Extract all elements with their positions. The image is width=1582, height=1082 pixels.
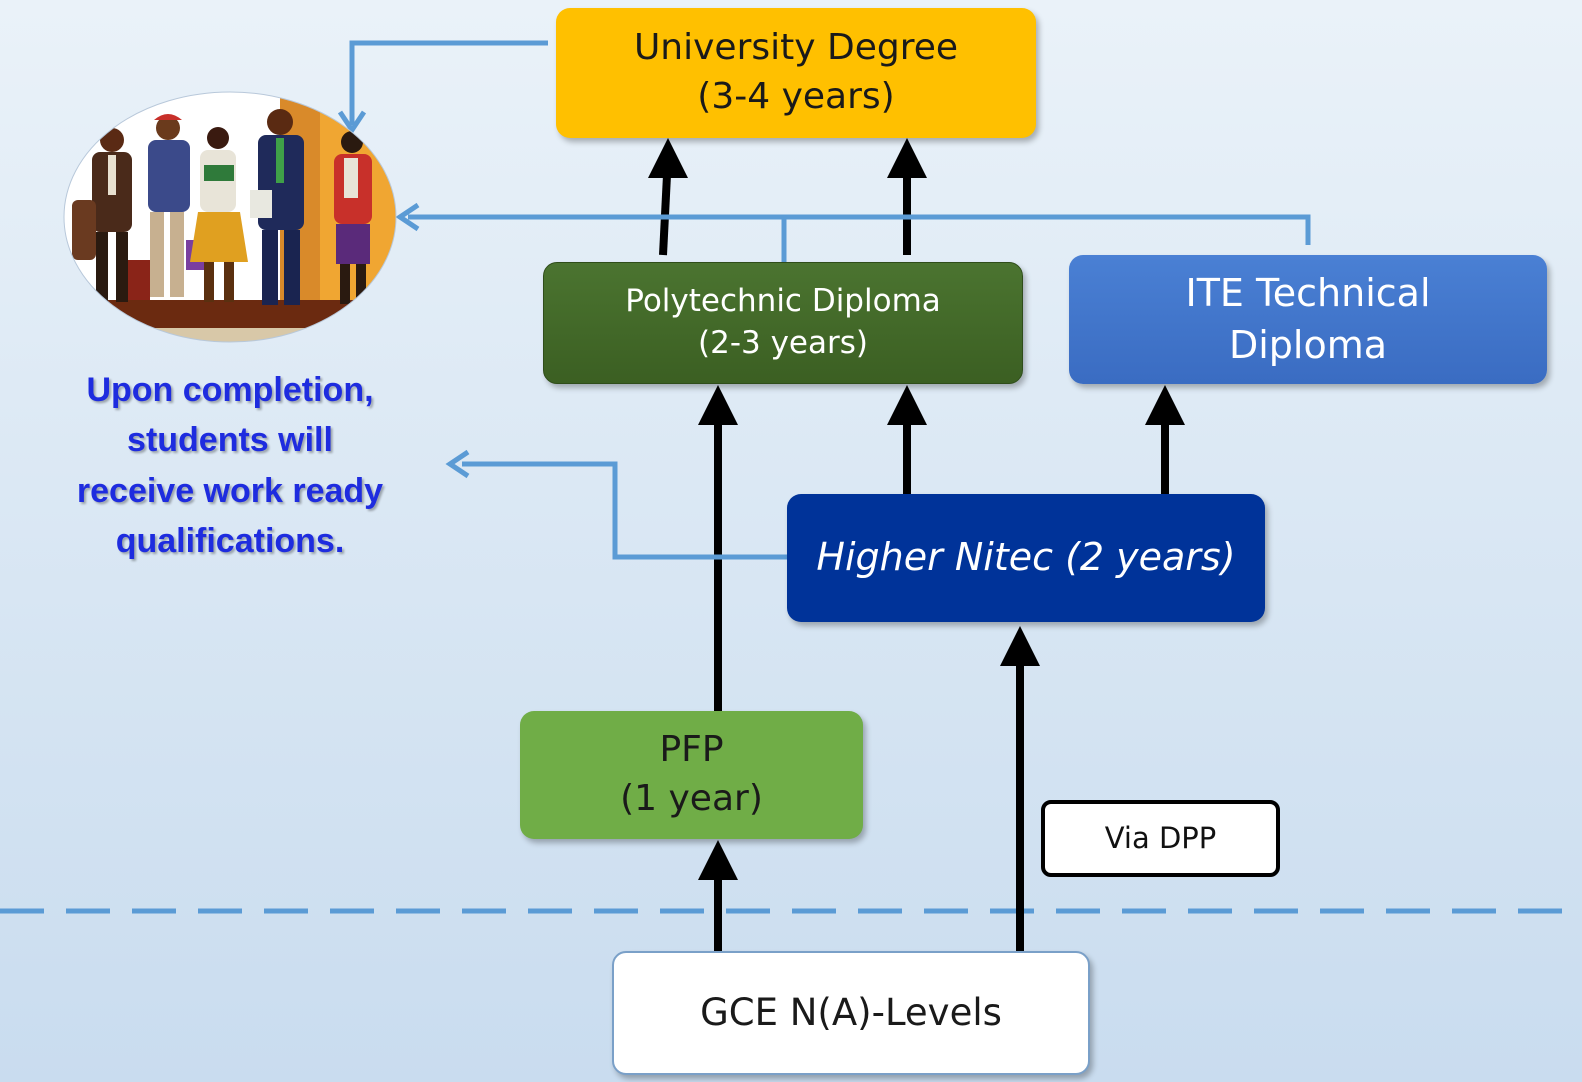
polytechnic-diploma-duration: (2-3 years)	[698, 325, 868, 361]
arrowhead-nitec-to-work	[445, 449, 470, 479]
caption-line: students will	[127, 421, 333, 460]
arrowhead-nitec-to-poly	[887, 385, 927, 425]
higher-nitec-title: Higher Nitec (2 years)	[816, 535, 1236, 580]
polytechnic-diploma-title: Polytechnic Diploma	[625, 283, 941, 320]
worker-figure	[250, 109, 304, 305]
arrowhead-poly-to-uni-left	[648, 138, 688, 178]
connector-nitec-to-work	[462, 461, 787, 560]
polytechnic-diploma-box: Polytechnic Diploma (2-3 years)	[543, 262, 1023, 384]
workforce-connectors	[337, 40, 1311, 560]
pfp-duration: (1 year)	[620, 778, 763, 819]
pfp-box: PFP (1 year)	[520, 711, 863, 839]
caption-line: qualifications.	[115, 521, 345, 560]
completion-caption: Upon completion, students will receive w…	[30, 365, 430, 566]
illustration-frame	[63, 91, 397, 343]
gce-na-levels-title: GCE N(A)-Levels	[700, 991, 1002, 1035]
ite-technical-diploma-line2: Diploma	[1228, 322, 1388, 367]
university-degree-title: University Degree	[633, 27, 959, 69]
university-degree-box: University Degree (3-4 years)	[556, 8, 1036, 138]
arrowhead-poly-to-uni-right	[887, 138, 927, 178]
progression-arrows	[648, 138, 1185, 951]
caption-line: Upon completion,	[86, 371, 374, 409]
pfp-title: PFP	[659, 729, 724, 771]
worker-figure	[190, 127, 248, 302]
university-degree-duration: (3-4 years)	[697, 76, 895, 117]
worker-figure	[334, 131, 372, 304]
workers-illustration	[64, 92, 396, 342]
arrowhead-gce-to-pfp	[698, 840, 738, 880]
connector-poly-ite-to-work	[781, 214, 1311, 262]
higher-nitec-box: Higher Nitec (2 years)	[787, 494, 1265, 622]
via-dpp-box: Via DPP	[1041, 800, 1280, 877]
worker-figure	[148, 114, 210, 297]
connector-uni-to-work	[349, 40, 548, 125]
arrowhead-uni-to-work	[337, 110, 367, 135]
arrowhead-pfp-to-poly	[698, 385, 738, 425]
caption-line: receive work ready	[76, 471, 384, 510]
worker-figure	[72, 128, 150, 302]
gce-na-levels-box: GCE N(A)-Levels	[612, 951, 1090, 1075]
arrowhead-diploma-to-work	[395, 202, 420, 232]
via-dpp-label: Via DPP	[1104, 820, 1217, 855]
arrowhead-nitec-to-ite	[1145, 385, 1185, 425]
ite-technical-diploma-box: ITE Technical Diploma	[1069, 255, 1547, 384]
ite-technical-diploma-line1: ITE Technical	[1185, 271, 1431, 316]
arrowhead-gce-to-nitec	[1000, 626, 1040, 666]
